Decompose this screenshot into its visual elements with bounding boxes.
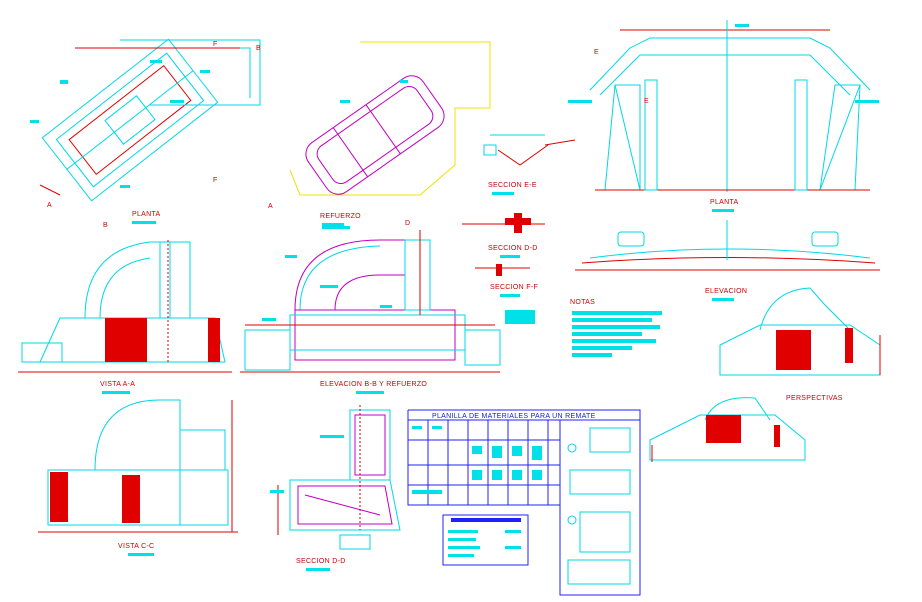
planta-label: PLANTA	[132, 211, 161, 218]
marker-a-refuerzo: A	[268, 203, 273, 210]
materials-table-grid	[408, 420, 561, 595]
vista-aa-rebar	[105, 318, 220, 362]
seccion-ff-label: SECCION F-F	[490, 284, 538, 291]
marker-a-left: A	[47, 202, 52, 209]
perspectivas-label: PERSPECTIVAS	[786, 395, 843, 402]
elevacion-bb-view: D ELEVACION B-B Y REFUERZO	[240, 220, 501, 394]
seccion-dd-label: SECCION D-D	[488, 245, 538, 252]
vista-cc-label: VISTA C-C	[118, 543, 154, 550]
marker-f-bottom: F	[213, 177, 218, 184]
notas-block: NOTAS	[570, 299, 662, 357]
seccion-ee-label: SECCION E-E	[488, 182, 537, 189]
seccion-ee-view: SECCION E-E	[483, 134, 576, 195]
perspectiva-1-rebar	[776, 328, 853, 370]
elevacion-label: ELEVACION	[705, 288, 747, 295]
marker-f-top: F	[213, 41, 218, 48]
refuerzo-label: REFUERZO	[320, 213, 361, 220]
vista-cc-view: VISTA C-C	[38, 399, 238, 556]
planta-plan-view: B F F A PLANTA	[30, 38, 261, 224]
materials-table-sketches	[567, 427, 631, 585]
planta-right-label: PLANTA	[710, 199, 739, 206]
perspectiva-2-rebar	[706, 415, 780, 447]
marker-e-right: E	[644, 98, 649, 105]
planta-right-view: E E PLANTA	[568, 20, 879, 212]
vista-cc-rebar	[50, 472, 140, 523]
materials-table: PLANILLA DE MATERIALES PARA UN REMATE	[407, 409, 641, 596]
notas-title: NOTAS	[570, 299, 595, 306]
summary-table	[442, 514, 529, 566]
vista-aa-label: VISTA A-A	[100, 381, 135, 388]
marker-d-bb: D	[405, 220, 410, 227]
seccion-dd-bottom-label: SECCION D-D	[296, 558, 346, 565]
marker-b-vista: B	[103, 222, 108, 229]
elevacion-bb-label: ELEVACION B-B Y REFUERZO	[320, 381, 427, 388]
seccion-dd-bottom-view: SECCION D-D	[270, 405, 401, 571]
perspectivas-view: PERSPECTIVAS	[649, 287, 881, 462]
seccion-dd-ff-views: SECCION D-D SECCION F-F	[462, 213, 545, 324]
marker-e-top: E	[594, 49, 599, 56]
materials-table-title: PLANILLA DE MATERIALES PARA UN REMATE	[432, 413, 596, 420]
vista-aa-view: B VISTA A-A	[18, 222, 232, 394]
elevacion-view: ELEVACION	[575, 220, 880, 301]
refuerzo-view: A REFUERZO	[268, 41, 491, 226]
marker-b-top: B	[256, 45, 261, 52]
